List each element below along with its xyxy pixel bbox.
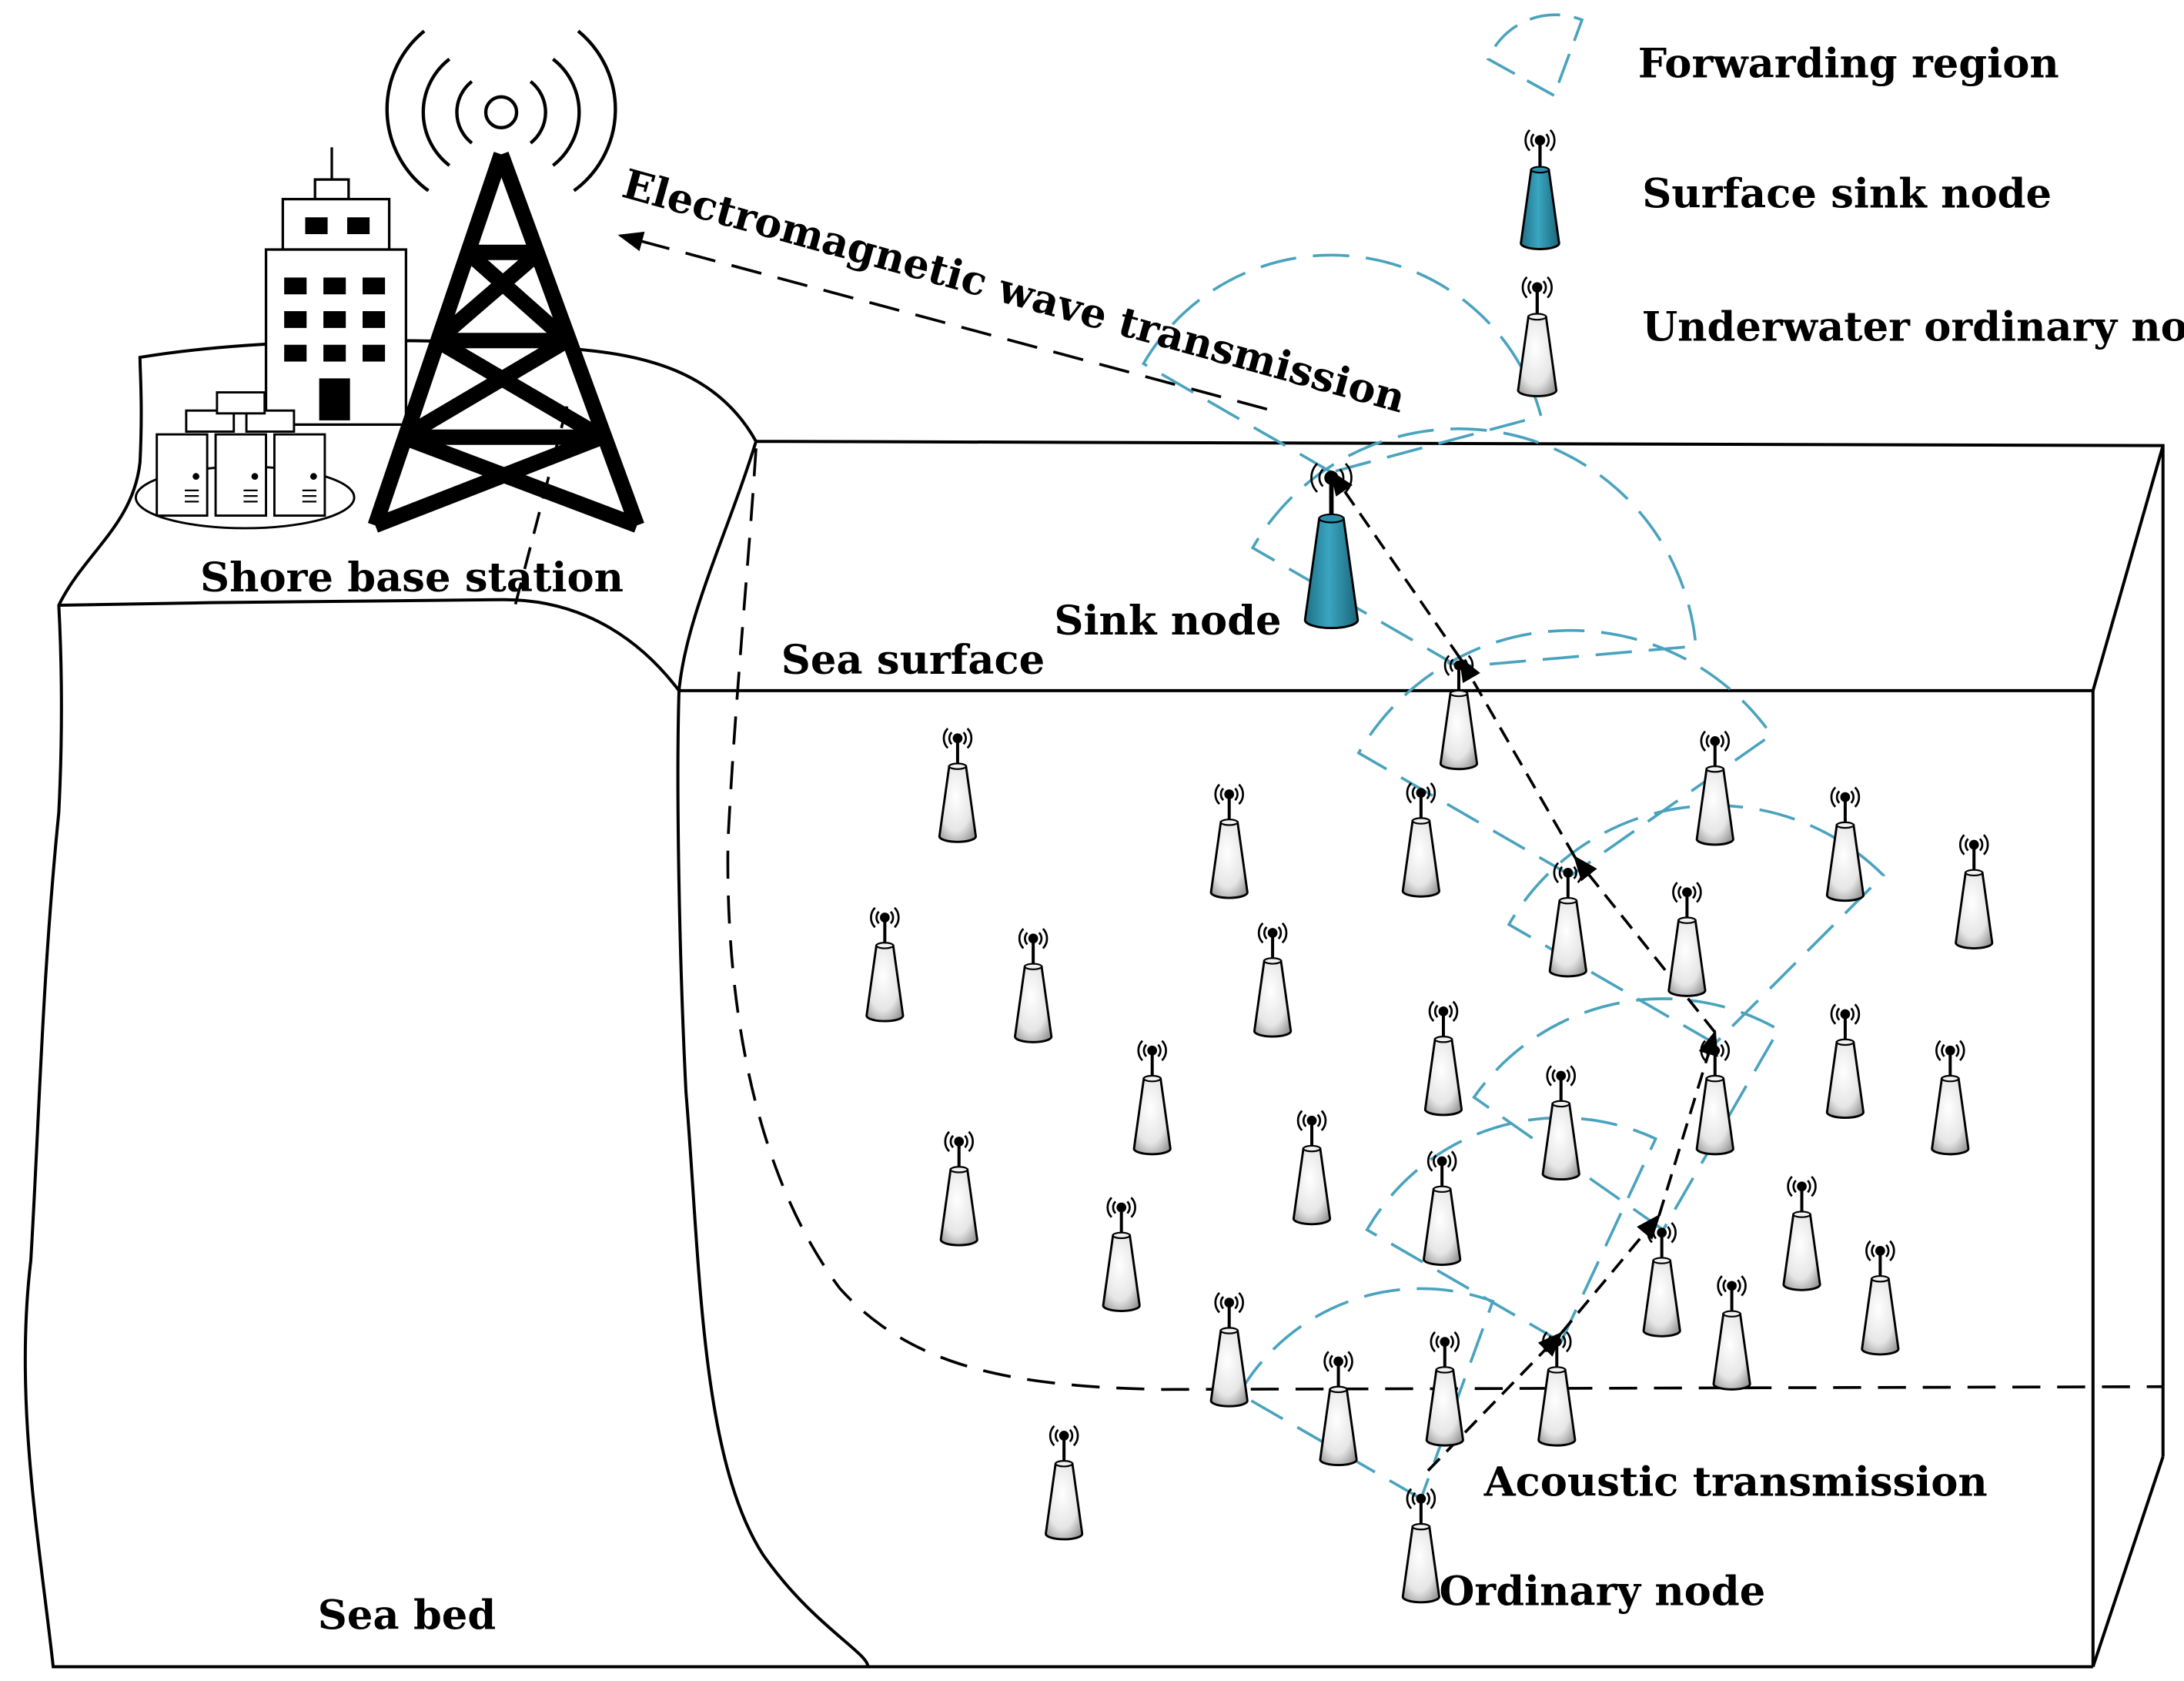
coverage-boundary: [726, 448, 2163, 1391]
ordinary-node-label: Ordinary node: [1440, 1567, 1766, 1615]
cell-tower-icon: [367, 29, 644, 533]
sensor-node-icon: [1423, 1000, 1463, 1117]
sensor-node-icon: [1423, 1150, 1462, 1266]
sensor-node-icon: [1695, 730, 1734, 846]
sensor-node-icon: [1541, 1065, 1580, 1181]
forwarding-region: [1472, 997, 1781, 1232]
server-rack-icon: [134, 391, 356, 530]
sensor-node-icon: [1045, 1425, 1084, 1541]
sensor-node-icon: [1014, 928, 1053, 1043]
sensor-node-icon: [1548, 862, 1587, 978]
sensor-node-icon: [1667, 882, 1707, 997]
forwarding-regions: [1141, 253, 1885, 1501]
sensor-node-icon: [1825, 1003, 1865, 1120]
water-volume-box: [679, 440, 2165, 1668]
sink-node: [1303, 463, 1360, 630]
sensor-node-icon: [938, 728, 978, 843]
forwarding-region-icon: [1486, 13, 1584, 98]
legend-sink-icon: [1520, 129, 1560, 250]
sensor-node-icon: [1931, 1040, 1970, 1156]
sensor-node-icon: [1132, 1040, 1172, 1156]
sensor-node-icon: [865, 906, 905, 1023]
sensor-node-icon: [1209, 783, 1249, 899]
sensor-node-icon: [939, 1130, 978, 1247]
legend-surface-sink-label: Surface sink node: [1642, 169, 2052, 217]
sea-surface-label: Sea surface: [781, 636, 1045, 684]
em-wave-label: Electromagnetic wave transmission: [617, 160, 1410, 423]
sensor-node-icon: [1292, 1110, 1332, 1226]
em-wave-arrow: [617, 231, 1268, 411]
sensor-node-icon: [1695, 1040, 1734, 1156]
sink-node: [1520, 129, 1560, 250]
legend-forwarding-label: Forwarding region: [1638, 39, 2059, 87]
acoustic-transmission-label: Acoustic transmission: [1483, 1458, 1988, 1506]
sensor-node-icon: [1102, 1197, 1141, 1312]
sensor-node-icon: [1712, 1275, 1751, 1391]
sensor-node-icon: [1537, 1331, 1577, 1447]
legend-node-icon: [1517, 276, 1558, 397]
sensor-node-icon: [1642, 1222, 1681, 1338]
sensor-node-icon: [1319, 1351, 1358, 1467]
acoustic-route: [1329, 470, 1718, 1472]
forwarding-region: [1365, 1116, 1658, 1344]
sea-bed-label: Sea bed: [318, 1591, 496, 1639]
forwarding-region: [1141, 253, 1543, 474]
forwarding-region: [1250, 427, 1697, 668]
sensor-node-icon: [1253, 922, 1293, 1038]
sensor-node-icon: [1209, 1291, 1249, 1408]
sensor-node-icon: [1439, 655, 1479, 771]
legend: Forwarding region Surface sink node Unde…: [1486, 13, 2184, 397]
sensor-node-icon: [1425, 1331, 1464, 1447]
sensor-node-icon: [1517, 276, 1558, 397]
sensor-nodes: [865, 655, 1994, 1604]
forwarding-region: [1356, 628, 1774, 878]
building-icon: [264, 147, 408, 427]
sensor-node-icon: [1401, 1488, 1440, 1604]
sink-node-label: Sink node: [1054, 597, 1281, 645]
shore-base-station-label: Shore base station: [200, 554, 624, 601]
shore-base-station: [134, 29, 644, 533]
sea-bed-outline: [23, 339, 2093, 1669]
sensor-node-icon: [1401, 782, 1440, 898]
sensor-node-icon: [1825, 786, 1865, 902]
sensor-node-icon: [1955, 834, 1994, 949]
forwarding-region: [1237, 1287, 1495, 1501]
sensor-node-icon: [1861, 1240, 1900, 1356]
sink-node-icon: [1303, 463, 1360, 630]
legend-underwater-label: Underwater ordinary node: [1642, 303, 2184, 350]
sensor-node-icon: [1782, 1176, 1821, 1291]
